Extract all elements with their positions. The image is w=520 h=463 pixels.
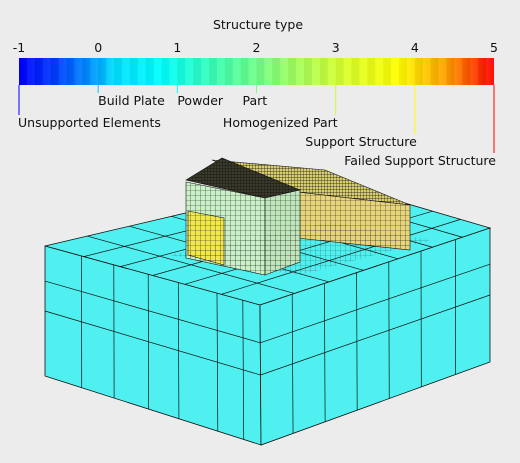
colorbar-band [58,58,67,85]
colorbar-band [106,58,114,85]
colorbar-band [248,58,257,85]
colorbar-band [137,58,146,85]
colorbar-band [454,58,463,85]
colorbar-band [422,58,431,85]
colorbar-band [216,58,225,85]
colorbar-band [375,58,384,85]
colorbar-band [367,58,376,85]
structure-type-legend: Structure type -1 0 1 2 3 4 5 Unsupported Elem… [13,17,498,168]
colorbar [19,58,494,85]
colorbar-band [177,58,186,85]
colorbar-tick-label: 1 [173,40,181,55]
colorbar-band [272,58,281,85]
colorbar-band [359,58,368,85]
refined-mesh-region [170,222,430,275]
colorbar-band [145,58,154,85]
fem-model[interactable] [44,157,492,446]
colorbar-band [50,58,59,85]
mesh-line [44,310,261,376]
category-label: Homogenized Part [223,115,338,130]
colorbar-band [383,58,392,85]
colorbar-band [256,58,265,85]
colorbar-band [66,58,75,85]
colorbar-band [153,58,162,85]
colorbar-tick-labels: -1 0 1 2 3 4 5 [13,40,498,55]
colorbar-band [98,58,107,85]
colorbar-band [406,58,415,85]
colorbar-band [121,58,130,85]
category-label: Powder [177,93,224,108]
category-label: Support Structure [305,134,417,149]
category-label: Unsupported Elements [18,115,161,130]
colorbar-band [446,58,455,85]
colorbar-band [26,58,35,85]
colorbar-band [311,58,320,85]
colorbar-band [462,58,471,85]
colorbar-band [34,58,43,85]
colorbar-band [232,58,241,85]
colorbar-band [161,58,170,85]
colorbar-band [351,58,360,85]
colorbar-band [438,58,447,85]
colorbar-band [280,58,289,85]
category-label: Failed Support Structure [344,153,496,168]
colorbar-band [90,58,99,85]
colorbar-band [478,58,487,85]
mesh-line [260,294,491,376]
category-label: Build Plate [98,93,165,108]
colorbar-band [193,58,202,85]
colorbar-band [296,58,304,85]
colorbar-band [82,58,91,85]
colorbar-band [335,58,344,85]
colorbar-tick-label: -1 [13,40,25,55]
colorbar-band [399,58,407,85]
colorbar-tick-label: 2 [253,40,261,55]
colorbar-band [201,58,209,85]
colorbar-band [129,58,138,85]
support-structure-top-mesh [212,160,410,205]
colorbar-band [470,58,479,85]
colorbar-band [288,58,297,85]
colorbar-band [486,58,494,85]
mesh-line [260,263,491,344]
colorbar-band [327,58,336,85]
legend-title: Structure type [213,17,303,32]
colorbar-tick-label: 4 [411,40,419,55]
mesh-line [87,235,295,294]
colorbar-band [264,58,273,85]
colorbar-band [74,58,83,85]
colorbar-band [240,58,249,85]
part-top-mesh [186,158,300,198]
colorbar-band [169,58,178,85]
colorbar-band [224,58,233,85]
category-label: Part [243,93,268,108]
colorbar-band [391,58,399,85]
colorbar-band [414,58,423,85]
category-markers: Unsupported Elements Build Plate Powder Par… [18,85,496,168]
colorbar-band [304,58,312,85]
colorbar-band [209,58,217,85]
colorbar-tick-label: 5 [490,40,498,55]
colorbar-band [343,58,352,85]
powder-block-side [259,227,491,446]
colorbar-band [185,58,194,85]
colorbar-band [319,58,328,85]
colorbar-tick-label: 0 [94,40,102,55]
colorbar-tick-label: 3 [332,40,340,55]
colorbar-band [430,58,439,85]
colorbar-band [114,58,122,85]
colorbar-band [42,58,51,85]
colorbar-band [19,58,27,85]
mesh-line [44,280,261,344]
colorbar-bands [19,58,494,85]
